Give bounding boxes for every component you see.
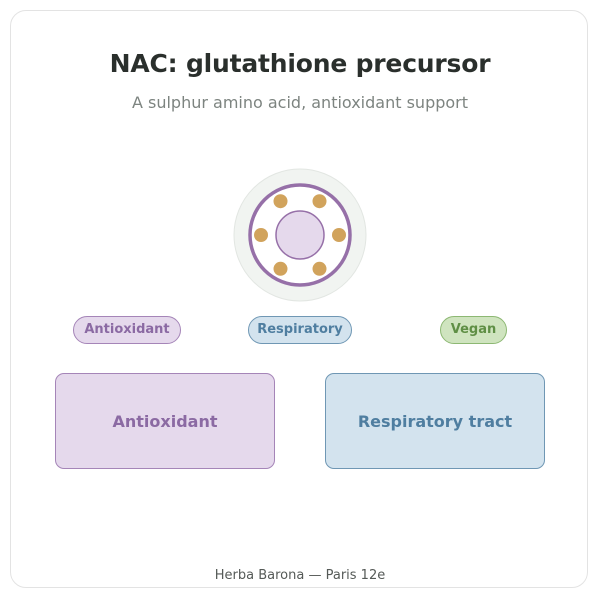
tag-antioxidant: Antioxidant [73,316,181,344]
page-title: NAC: glutathione precursor [109,49,491,78]
emblem-dot [273,194,288,209]
emblem-dot [273,261,288,276]
panel-antioxidant-label: Antioxidant [112,411,218,431]
panel-respiratory-tract: Respiratory tract [325,373,545,469]
emblem-dot [312,194,327,209]
emblem-dot [332,228,346,242]
emblem-dot [254,228,268,242]
page-subtitle: A sulphur amino acid, antioxidant suppor… [131,93,469,112]
molecule-ring-icon [233,168,367,302]
emblem-core [275,210,325,260]
footer-text: Herba Barona — Paris 12e [214,568,386,583]
panel-respiratory-tract-label: Respiratory tract [357,411,513,431]
tag-vegan: Vegan [440,316,507,344]
tag-respiratory: Respiratory [248,316,352,344]
emblem-dot [312,261,327,276]
panel-antioxidant: Antioxidant [55,373,275,469]
